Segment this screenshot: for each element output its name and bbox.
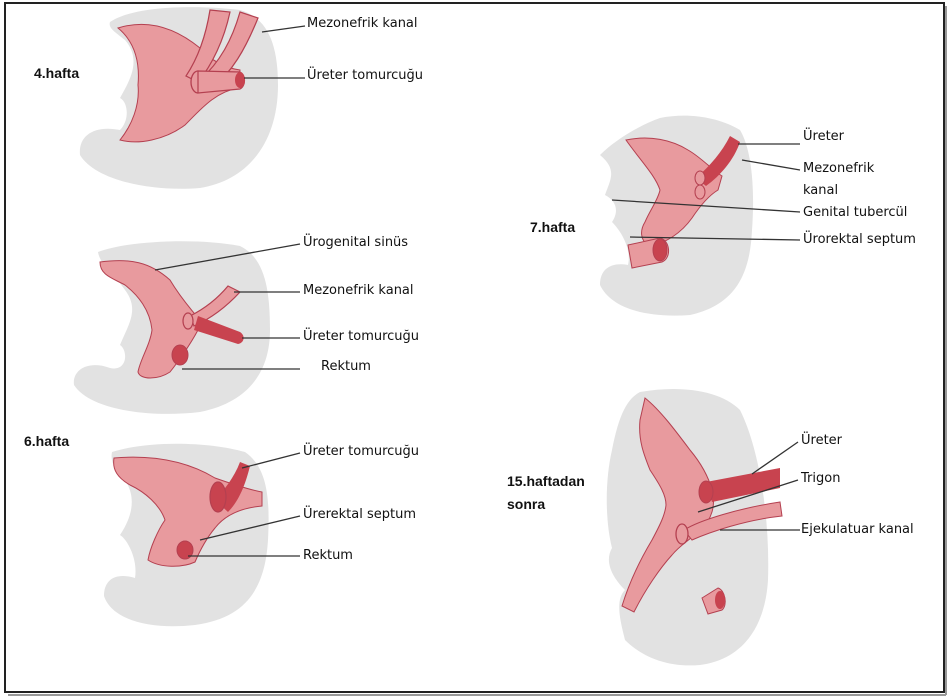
- label-mezonefrik-kanal: Mezonefrik kanal: [307, 16, 418, 32]
- duct-opening: [695, 171, 705, 185]
- label-ureter: Üreter: [801, 433, 842, 449]
- label-mezonefrik-line2: kanal: [803, 183, 838, 199]
- duct-opening: [676, 524, 688, 544]
- stage-label-week15-line1: 15.haftadan: [507, 472, 585, 490]
- label-urogenital-sinus: Ürogenital sinüs: [303, 235, 408, 251]
- duct-opening: [695, 185, 705, 199]
- label-ureter-tomurcugu: Üreter tomurcuğu: [303, 329, 419, 345]
- embryo-week4: [80, 7, 305, 189]
- label-rektum: Rektum: [321, 359, 371, 375]
- rectum-opening: [715, 591, 725, 609]
- embryo-week6a: [74, 241, 300, 414]
- label-rektum: Rektum: [303, 548, 353, 564]
- embryo-week7: [600, 116, 800, 316]
- stage-label-week7: 7.hafta: [530, 218, 575, 236]
- leader-line: [262, 26, 305, 32]
- duct-opening: [183, 313, 193, 329]
- duct-opening: [210, 482, 226, 512]
- rectum-opening: [653, 239, 667, 261]
- embryo-week15: [607, 389, 800, 665]
- ureteric-bud-tip: [235, 72, 245, 88]
- label-genital-tubercul: Genital tubercül: [803, 205, 907, 221]
- label-ureter-tomurcugu: Üreter tomurcuğu: [303, 444, 419, 460]
- label-urerektal-septum: Ürerektal septum: [303, 507, 416, 523]
- label-mezonefrik-kanal: Mezonefrik kanal: [303, 283, 414, 299]
- label-trigon: Trigon: [801, 471, 840, 487]
- rectum: [172, 345, 188, 365]
- label-mezonefrik-line1: Mezonefrik: [803, 161, 874, 177]
- stage-label-week15-line2: sonra: [507, 495, 545, 513]
- stage-label-week4: 4.hafta: [34, 64, 79, 82]
- ureter-opening: [699, 481, 713, 503]
- label-ureter-tomurcugu: Üreter tomurcuğu: [307, 68, 423, 84]
- embryo-week6b: [104, 444, 300, 627]
- label-ejekulatuar-kanal: Ejekulatuar kanal: [801, 522, 914, 538]
- label-urorektal-septum: Ürorektal septum: [803, 232, 916, 248]
- stage-label-week6: 6.hafta: [24, 432, 69, 450]
- label-ureter: Üreter: [803, 129, 844, 145]
